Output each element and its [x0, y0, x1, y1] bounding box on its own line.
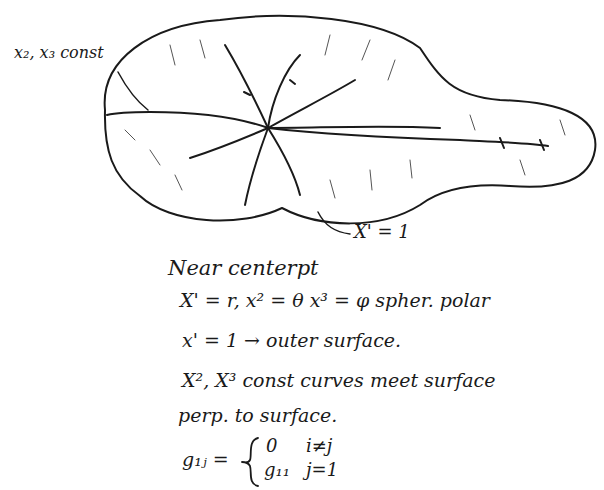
leader-line: [118, 72, 148, 110]
surface-hatching: [125, 35, 565, 198]
outer-surface: [105, 16, 596, 223]
metric-label: g₁ⱼ =: [182, 449, 229, 471]
note-heading: Near centerpt: [168, 256, 319, 280]
coordinate-curves: [107, 45, 548, 205]
metric-entry: j=1: [306, 460, 338, 481]
leader-line: [318, 212, 350, 234]
metric-entry: g₁₁: [264, 460, 290, 481]
coordinate-label: x₂, x₃ const: [14, 44, 104, 62]
note-line: X², X³ const curves meet surface: [182, 370, 495, 392]
surface-label: X' = 1: [354, 222, 410, 243]
note-line: x' = 1 → outer surface.: [182, 330, 401, 352]
note-line: X' = r, x² = θ x³ = φ spher. polar: [180, 290, 490, 312]
metric-entry: i≠j: [306, 436, 332, 457]
note-line: perp. to surface.: [178, 405, 337, 427]
metric-entry: 0: [266, 436, 277, 457]
brace: [242, 438, 258, 486]
